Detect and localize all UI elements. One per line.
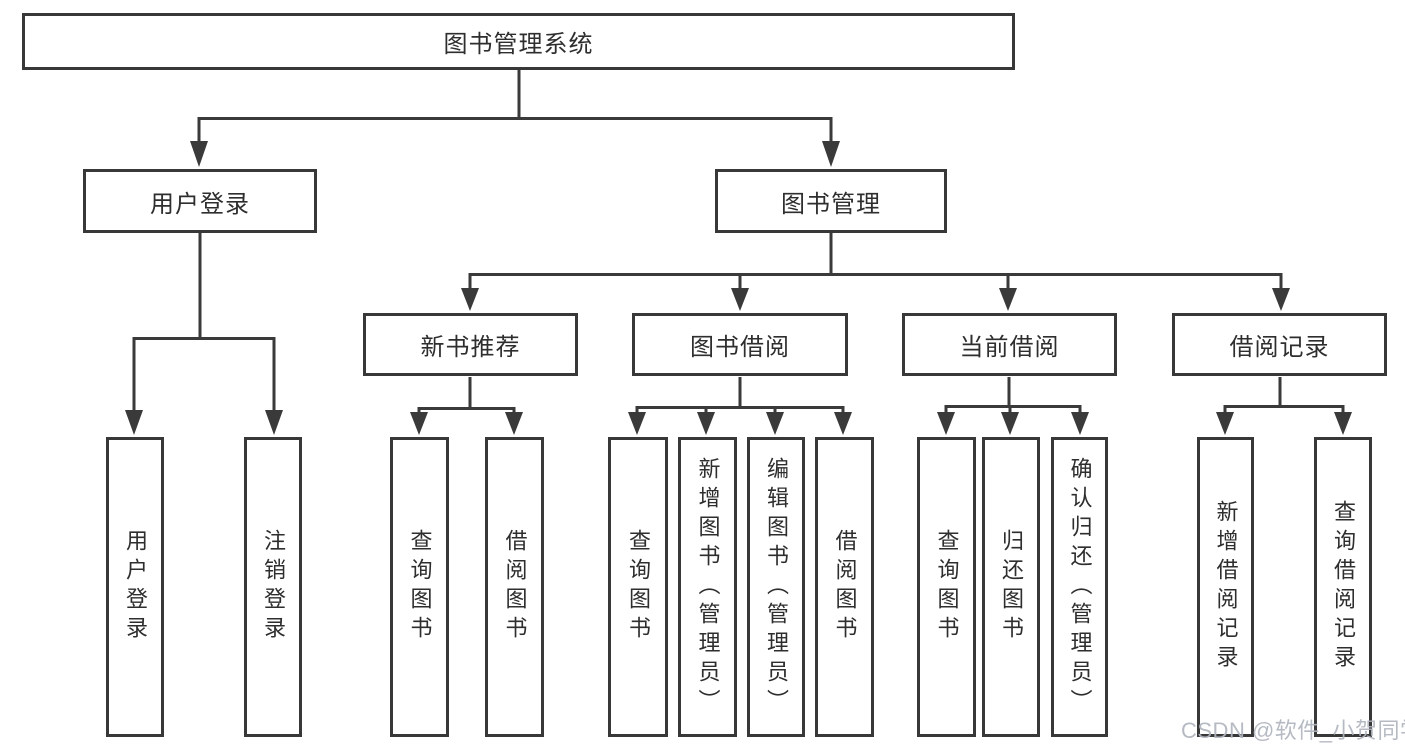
leaf-label: 查询图书 bbox=[626, 529, 651, 645]
leaf-label: 借阅图书 bbox=[502, 529, 528, 645]
leaf-return-books: 归还图书 bbox=[982, 437, 1040, 737]
leaf-label: 借阅图书 bbox=[832, 529, 858, 645]
leaf-borrow-books: 借阅图书 bbox=[815, 437, 874, 737]
node-current-borrowing: 当前借阅 bbox=[902, 313, 1117, 376]
node-book-borrowing: 图书借阅 bbox=[632, 313, 848, 376]
leaf-confirm-return-admin: 确认归还（管理员） bbox=[1051, 437, 1108, 737]
leaf-user-login: 用户登录 bbox=[106, 437, 164, 737]
leaf-borrow-books: 借阅图书 bbox=[485, 437, 544, 737]
leaf-label: 新增借阅记录 bbox=[1213, 500, 1239, 674]
leaf-label: 查询借阅记录 bbox=[1331, 500, 1356, 674]
leaf-add-books-admin: 新增图书（管理员） bbox=[678, 437, 737, 737]
leaf-label: 查询图书 bbox=[934, 529, 960, 645]
leaf-edit-books-admin: 编辑图书（管理员） bbox=[747, 437, 805, 737]
arrowheads bbox=[125, 141, 1352, 435]
leaf-label: 编辑图书（管理员） bbox=[764, 456, 789, 718]
leaf-query-books: 查询图书 bbox=[608, 437, 668, 737]
leaf-label: 确认归还（管理员） bbox=[1067, 456, 1093, 718]
leaf-logout: 注销登录 bbox=[244, 437, 302, 737]
node-borrowing-records: 借阅记录 bbox=[1172, 313, 1387, 376]
node-library-management-system: 图书管理系统 bbox=[22, 13, 1015, 70]
node-new-book-recommendation: 新书推荐 bbox=[363, 313, 578, 376]
leaf-label: 注销登录 bbox=[261, 529, 286, 645]
leaf-query-borrow-record: 查询借阅记录 bbox=[1314, 437, 1372, 737]
leaf-query-books: 查询图书 bbox=[917, 437, 976, 737]
csdn-watermark: CSDN @软件_小贺同学 bbox=[1181, 718, 1405, 743]
leaf-label: 查询图书 bbox=[407, 529, 433, 645]
leaf-label: 用户登录 bbox=[123, 529, 148, 645]
leaf-query-books: 查询图书 bbox=[390, 437, 449, 737]
node-user-login: 用户登录 bbox=[83, 169, 317, 233]
leaf-add-borrow-record: 新增借阅记录 bbox=[1197, 437, 1254, 737]
leaf-label: 新增图书（管理员） bbox=[695, 456, 721, 718]
leaf-label: 归还图书 bbox=[999, 529, 1024, 645]
node-book-management: 图书管理 bbox=[715, 169, 947, 233]
